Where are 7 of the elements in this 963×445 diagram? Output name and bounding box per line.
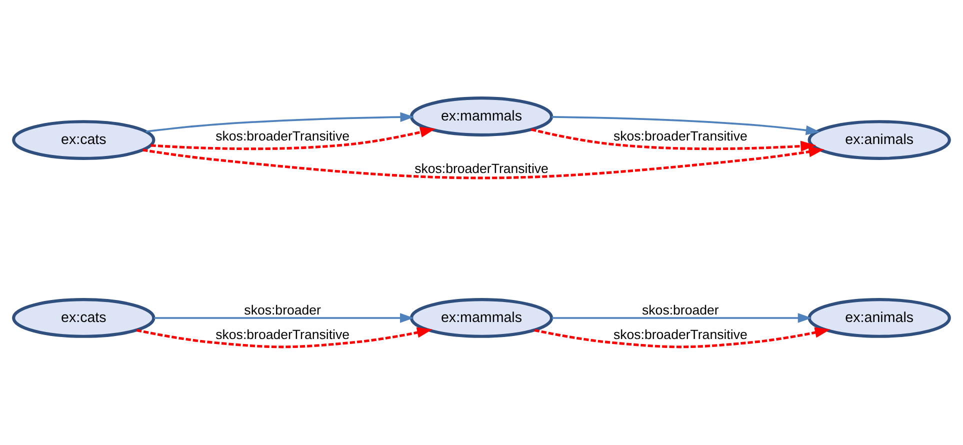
edge-label: skos:broaderTransitive — [414, 161, 548, 176]
edge-label: skos:broader — [244, 302, 321, 318]
edge-label: skos:broaderTransitive — [216, 326, 350, 342]
edge-label: skos:broaderTransitive — [614, 326, 748, 342]
edge-label: skos:broader — [642, 302, 719, 318]
edge-label: skos:broaderTransitive — [216, 128, 350, 144]
edge-label: skos:broaderTransitive — [614, 128, 748, 144]
